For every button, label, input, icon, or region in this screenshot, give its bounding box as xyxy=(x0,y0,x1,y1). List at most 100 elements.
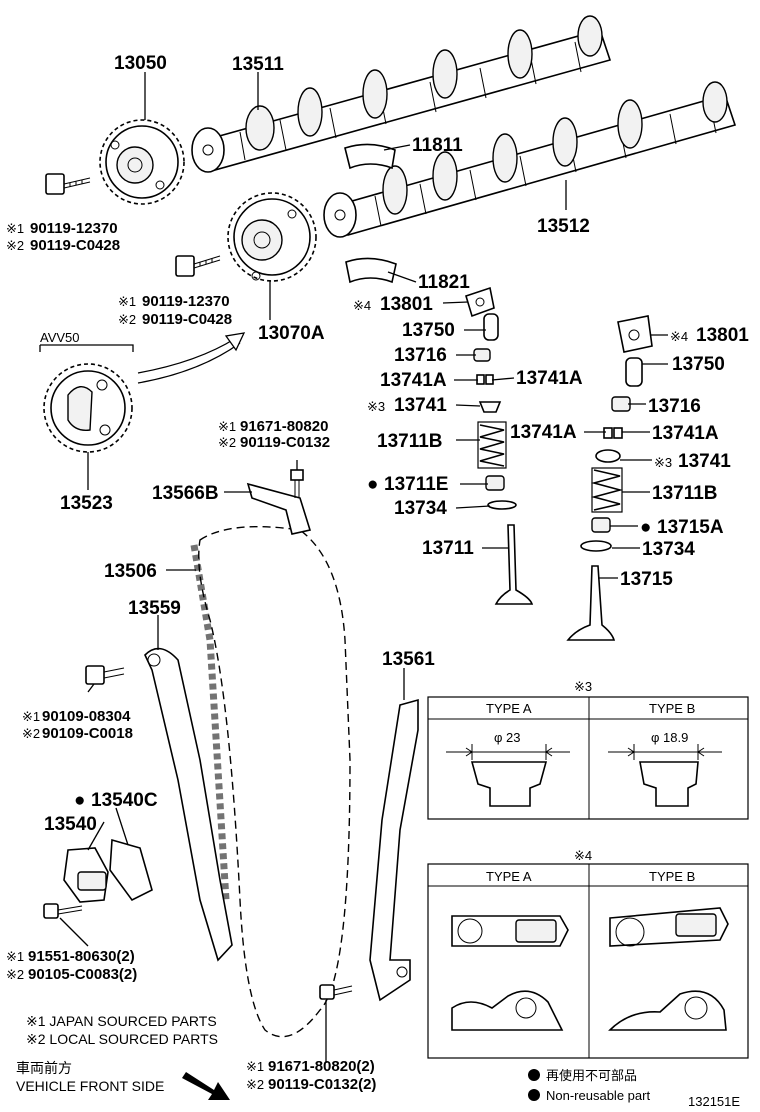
front-direction-arrow xyxy=(182,1072,230,1100)
mark-1-b6: ※1 xyxy=(246,1059,264,1074)
camshaft-13512[interactable] xyxy=(323,81,737,238)
spring-13711B-b[interactable] xyxy=(590,467,624,513)
valve-stem-13716-a[interactable] xyxy=(473,348,491,362)
keeper-13741A-b[interactable] xyxy=(603,427,623,439)
label-13711E: 13711E xyxy=(384,474,448,495)
mark-4-a: ※4 xyxy=(353,298,371,313)
label-13716-b: 13716 xyxy=(648,396,701,417)
mark-1-b2: ※1 xyxy=(118,294,136,309)
mark-2-b1: ※2 xyxy=(6,238,24,253)
label-13750-b: 13750 xyxy=(672,354,725,375)
camshaft-13511[interactable] xyxy=(191,15,612,173)
mark-1-b5: ※1 xyxy=(6,949,24,964)
type-box-4-title: ※4 xyxy=(574,848,592,863)
label-13711B-b: 13711B xyxy=(652,483,718,504)
type-box-3-dim-a: φ 23 xyxy=(494,730,521,745)
tensioner-13540[interactable] xyxy=(63,847,109,903)
rocker-arm-13801-a[interactable] xyxy=(465,286,495,318)
mark-2-b4: ※2 xyxy=(22,726,40,741)
gasket-13540C[interactable] xyxy=(109,838,153,902)
spring-13711B-a[interactable] xyxy=(477,421,507,469)
label-bolt-2-1: 90119-12370 xyxy=(142,293,230,310)
label-13540: 13540 xyxy=(44,814,97,835)
valve-13711[interactable] xyxy=(494,524,534,605)
label-13741A-b2: 13741A xyxy=(652,423,719,444)
type-box-3-type-b: TYPE B xyxy=(649,701,695,716)
chain-damper-13566B[interactable] xyxy=(246,482,312,535)
note-local-sourced: ※2 LOCAL SOURCED PARTS xyxy=(26,1031,218,1047)
label-bolt-6-2: 90119-C0132(2) xyxy=(268,1076,376,1093)
seal-13711E[interactable] xyxy=(485,475,505,491)
bolt-91551-80630[interactable] xyxy=(43,903,83,919)
keeper-13741A-a[interactable] xyxy=(476,374,494,385)
valve-13715[interactable] xyxy=(566,565,616,641)
guide-13561[interactable] xyxy=(369,698,419,1002)
seal-13715A[interactable] xyxy=(591,517,611,533)
label-13716-a: 13716 xyxy=(394,345,447,366)
lash-adjuster-13750-b[interactable] xyxy=(625,357,643,387)
label-bolt-1-2: 90119-C0428 xyxy=(30,237,120,254)
label-13741-b: 13741 xyxy=(678,451,731,472)
legend-bullet-jp xyxy=(528,1069,540,1081)
rocker-arm-13801-b[interactable] xyxy=(617,315,653,353)
retainer-13741-a[interactable] xyxy=(478,401,502,413)
bolt-90119-12370-a[interactable] xyxy=(45,173,91,195)
label-13070A: 13070A xyxy=(258,323,325,344)
label-13715: 13715 xyxy=(620,569,673,590)
valve-stem-13716-b[interactable] xyxy=(611,396,631,412)
chain-13506[interactable] xyxy=(190,525,351,1038)
label-bolt-4-2: 90109-C0018 xyxy=(42,725,133,742)
label-bolt-5-2: 90105-C0083(2) xyxy=(28,966,137,983)
bearing-11811[interactable] xyxy=(344,143,396,170)
sprocket-13070A[interactable] xyxy=(227,192,317,282)
mark-3-a: ※3 xyxy=(367,399,385,414)
mark-1-b1: ※1 xyxy=(6,221,24,236)
bolt-91671-80820[interactable] xyxy=(290,469,304,498)
bearing-11821[interactable] xyxy=(345,257,397,284)
legend-nonreuse-en: Non-reusable part xyxy=(546,1088,650,1103)
type-box-3-dim-b: φ 18.9 xyxy=(651,730,688,745)
washer-13734-a[interactable] xyxy=(487,500,517,510)
mark-1-b4: ※1 xyxy=(22,709,40,724)
label-13050: 13050 xyxy=(114,53,167,74)
bullet-13540C: ● xyxy=(74,790,85,811)
type-box-4-type-b: TYPE B xyxy=(649,869,695,884)
type-box-4: ※4 TYPE A TYPE B xyxy=(427,848,749,1059)
note-japan-sourced: ※1 JAPAN SOURCED PARTS xyxy=(26,1013,217,1029)
mark-2-b6: ※2 xyxy=(246,1077,264,1092)
label-11811: 11811 xyxy=(412,135,463,156)
label-13506: 13506 xyxy=(104,561,157,582)
label-bolt-3-2: 90119-C0132 xyxy=(240,434,330,451)
lash-adjuster-13750-a[interactable] xyxy=(483,313,499,341)
label-13711: 13711 xyxy=(422,538,474,559)
bolt-90119-12370-b[interactable] xyxy=(175,255,221,277)
guide-13559[interactable] xyxy=(144,647,233,962)
bullet-13711E: ● xyxy=(367,474,378,495)
label-13711B-a: 13711B xyxy=(377,431,443,452)
type-box-3-title: ※3 xyxy=(574,679,592,694)
label-bolt-1-1: 90119-12370 xyxy=(30,220,118,237)
washer-13734-b[interactable] xyxy=(580,540,612,552)
type-box-3: ※3 TYPE A TYPE B φ 23 φ 18.9 xyxy=(427,679,749,820)
label-11821: 11821 xyxy=(418,272,470,293)
label-13512: 13512 xyxy=(537,216,590,237)
type-box-4-type-a: TYPE A xyxy=(486,869,532,884)
retainer-13741-b[interactable] xyxy=(595,449,621,463)
label-13523: 13523 xyxy=(60,493,113,514)
label-bolt-3-1: 91671-80820 xyxy=(240,418,328,435)
label-13511: 13511 xyxy=(232,54,284,75)
label-bolt-5-1: 91551-80630(2) xyxy=(28,948,135,965)
mark-3-b: ※3 xyxy=(654,455,672,470)
bolt-90109-08304[interactable] xyxy=(85,665,125,685)
label-13741A-b1: 13741A xyxy=(510,422,577,443)
label-13801-a: 13801 xyxy=(380,294,433,315)
legend-bullet-en xyxy=(528,1089,540,1101)
label-13540C: 13540C xyxy=(91,790,158,811)
label-13801-b: 13801 xyxy=(696,325,749,346)
sprocket-13050[interactable] xyxy=(99,119,185,205)
bolt-91671-80820-2[interactable] xyxy=(319,984,353,1000)
diagram-id: 132151E xyxy=(688,1094,740,1109)
label-13566B: 13566B xyxy=(152,483,219,504)
sprocket-13523[interactable] xyxy=(43,363,133,453)
